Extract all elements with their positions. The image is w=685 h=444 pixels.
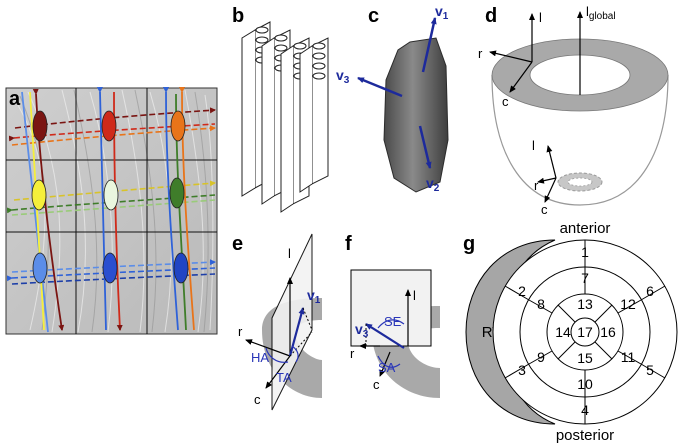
v3-label: v3 <box>336 67 350 86</box>
ha-arc <box>265 347 289 363</box>
panel-label-d: d <box>485 5 497 27</box>
l-inner-label: l <box>532 138 535 153</box>
c-arrow <box>509 61 533 93</box>
anterior-label: anterior <box>560 220 611 237</box>
c-label: c <box>254 392 261 407</box>
v2-label: v2 <box>426 175 440 194</box>
panel-label-g: g <box>463 233 475 255</box>
segment-15: 15 <box>577 350 593 366</box>
panel-b: b <box>232 5 329 213</box>
panel-f: f l v3 SE SA r c <box>345 233 440 398</box>
se-label: SE <box>384 314 402 329</box>
r-inner-arrow <box>537 177 557 184</box>
segment-5: 5 <box>646 362 654 378</box>
panel-label-b: b <box>232 5 244 27</box>
cell-dark-blue <box>173 252 189 284</box>
panel-e: e l v1 r c HA TA <box>232 233 322 411</box>
v2-arrow <box>418 125 432 169</box>
segment-17: 17 <box>577 324 593 340</box>
v1-projection-2 <box>289 331 313 357</box>
segment-labels: 1 2 3 4 5 6 7 8 9 10 11 12 13 14 15 16 1… <box>518 244 654 418</box>
l-label: l <box>288 246 291 261</box>
cell-dark-red <box>32 110 48 142</box>
panel-d: d lglobal l r c l r c <box>478 4 669 217</box>
v3-arrow <box>365 323 405 349</box>
c-inner-arrow <box>544 177 557 203</box>
l-label: l <box>413 288 416 303</box>
sa-label: SA <box>378 360 396 375</box>
ta-arc <box>291 345 299 363</box>
segment-8: 8 <box>537 296 545 312</box>
sheet-4 <box>299 37 329 193</box>
ha-label: HA <box>251 350 269 365</box>
cell-green <box>169 177 185 209</box>
r-label: r <box>350 346 355 361</box>
l-global-label: lglobal <box>586 4 616 22</box>
r-label: r <box>238 324 243 339</box>
cell-light-blue <box>32 252 48 284</box>
segment-3: 3 <box>518 362 526 378</box>
segment-10: 10 <box>577 376 593 392</box>
l-label: l <box>539 10 542 25</box>
c-label: c <box>373 377 380 392</box>
cell-orange <box>170 110 186 142</box>
panel-label-a: a <box>9 88 21 110</box>
cell-yellow <box>31 179 47 211</box>
panel-label-c: c <box>368 5 379 27</box>
segment-1: 1 <box>581 244 589 260</box>
segment-12: 12 <box>620 296 636 312</box>
v1-label: v1 <box>435 3 449 22</box>
c-label: c <box>502 94 509 109</box>
ta-label: TA <box>276 370 292 385</box>
vertical-arrow-blue-right <box>162 86 179 331</box>
segment-13: 13 <box>577 296 593 312</box>
r-arrow <box>489 50 533 63</box>
bullseye <box>492 239 678 425</box>
ventricle-outline <box>491 74 669 206</box>
c-inner-label: c <box>541 202 548 217</box>
v1-arrow <box>421 17 437 73</box>
panel-a: a <box>5 86 218 335</box>
posterior-label: posterior <box>556 427 614 444</box>
segment-4: 4 <box>581 402 589 418</box>
segment-16: 16 <box>600 324 616 340</box>
v3-arrow <box>357 76 403 98</box>
cells <box>31 110 189 284</box>
c-arrow <box>265 355 291 389</box>
r-inner-label: r <box>534 178 539 193</box>
v3-label: v3 <box>355 321 369 340</box>
r-label: r <box>478 46 483 61</box>
panel-c: c v1 v3 v2 <box>336 3 449 194</box>
panel-label-e: e <box>232 233 243 255</box>
segment-7: 7 <box>581 270 589 286</box>
myocyte-sheet-stack <box>241 21 329 213</box>
r-arrow <box>245 339 291 357</box>
v1-label: v1 <box>307 287 321 306</box>
cell-blue <box>102 252 118 284</box>
cell-pale-green <box>103 179 119 211</box>
se-arc <box>377 319 405 329</box>
vertical-arrow-blue-middle <box>96 86 107 331</box>
panel-g: g anterior posterior RV <box>463 220 678 444</box>
bullseye-apex <box>570 317 600 347</box>
segment-11: 11 <box>621 349 636 365</box>
cell-red <box>101 110 117 142</box>
segment-9: 9 <box>537 349 545 365</box>
segment-14: 14 <box>555 324 571 340</box>
myocyte-shape <box>383 37 449 193</box>
panel-label-f: f <box>345 233 352 255</box>
apical-ring-hole <box>567 177 593 187</box>
l-inner-arrow <box>546 145 557 179</box>
v1-arrow <box>288 307 305 357</box>
c-arrow <box>379 351 391 377</box>
segment-6: 6 <box>646 283 654 299</box>
sa-arc <box>377 355 401 368</box>
tangent-plane <box>350 269 432 347</box>
segment-2: 2 <box>518 283 526 299</box>
